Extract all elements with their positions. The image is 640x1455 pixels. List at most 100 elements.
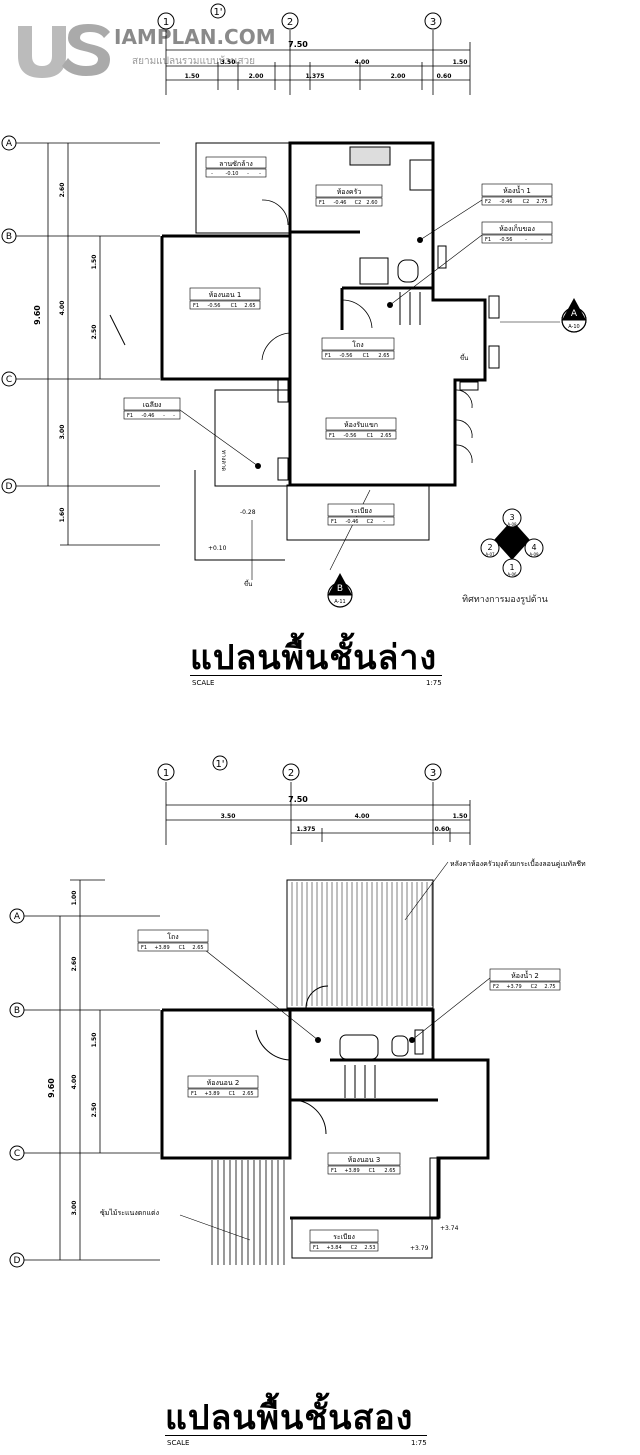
up-room-hall-f: F1	[141, 945, 147, 951]
dim-v300: 3.00	[59, 425, 66, 440]
dim-total: 7.50	[288, 40, 308, 49]
room-storage-name: ห้องเก็บของ	[499, 224, 535, 233]
dim-200: 2.00	[249, 73, 264, 80]
up-room-hall-h: 2.65	[192, 945, 203, 951]
room-hall-v: -0.56	[340, 353, 353, 359]
up-room-bed3-name: ห้องนอน 3	[348, 1156, 381, 1164]
up-grid-label-B: B	[14, 1006, 20, 1016]
upper-walls	[160, 1008, 490, 1220]
up-dim-v100: 1.00	[71, 891, 78, 906]
dim-v250: 2.50	[91, 325, 98, 340]
level-plus010: +0.10	[208, 545, 227, 552]
up-room-bed3-f: F1	[331, 1168, 337, 1174]
dim-200b: 2.00	[391, 73, 406, 80]
dim-350: 3.50	[221, 59, 236, 66]
dim-v400: 4.00	[59, 301, 66, 316]
room-bed1-h: 2.65	[244, 303, 255, 309]
up-room-balcony-f: F1	[313, 1245, 319, 1251]
up-dim-400: 4.00	[355, 813, 370, 820]
up-room-bed3-h: 2.65	[384, 1168, 395, 1174]
grid-label-A: A	[6, 139, 13, 149]
up-dim-060: 0.60	[435, 826, 450, 833]
section-b-label: B	[337, 584, 343, 594]
room-laundry-name: ลานซักล้าง	[219, 160, 253, 168]
up-room-bath2-f: F2	[493, 984, 499, 990]
view-4: 4	[531, 543, 536, 552]
room-veranda-f: F1	[331, 519, 337, 525]
view-2-ref: A-07	[485, 552, 495, 557]
up-dim-v260: 2.60	[71, 957, 78, 972]
up-grid-label-D: D	[14, 1256, 21, 1266]
room-hall-c: C1	[363, 353, 370, 359]
room-storage-f: F1	[485, 237, 491, 243]
upper-title-underline	[165, 1435, 427, 1436]
up-grid-label-3: 3	[430, 768, 436, 779]
up-dim-v250: 2.50	[91, 1103, 98, 1118]
room-laundry-h: -	[259, 171, 261, 177]
up-dim-150: 1.50	[453, 813, 468, 820]
up-room-bed2-v: +3.89	[204, 1091, 219, 1097]
section-b-ref: A-11	[334, 599, 345, 605]
logo-tagline: สยามแปลนรวมแบบบ้านสวย	[132, 55, 255, 67]
grid-label-C: C	[6, 375, 12, 385]
ramp-label: ทางลาด	[220, 450, 227, 471]
grid-label-B: B	[6, 232, 12, 242]
room-storage-c: -	[525, 237, 527, 243]
room-bed1-name: ห้องนอน 1	[209, 291, 242, 299]
room-carport-c: -	[163, 413, 165, 419]
ground-scale-value: 1:75	[426, 679, 442, 687]
up-grid-label-1: 1	[163, 768, 169, 779]
room-bath1-c: C2	[523, 199, 530, 205]
room-bed1-f: F1	[193, 303, 199, 309]
up-dim-1375: 1.375	[297, 826, 316, 833]
note-trellis: ซุ้มไม้ระแนงตกแต่ง	[100, 1208, 159, 1217]
room-laundry-v: -0.10	[226, 171, 239, 177]
room-hall-h: 2.65	[378, 353, 389, 359]
up-room-balcony-h: 2.53	[364, 1245, 375, 1251]
room-bath1-f: F2	[485, 199, 491, 205]
dim-400: 4.00	[355, 59, 370, 66]
room-hall-f: F1	[325, 353, 331, 359]
up-room-hall-name: โถง	[167, 932, 178, 941]
up-grid-label-1p: 1'	[215, 759, 224, 770]
up-label: ขึ้น	[244, 578, 252, 588]
room-storage-v: -0.56	[500, 237, 513, 243]
level-minus028: -0.28	[240, 509, 256, 516]
view-4-ref: A-09	[529, 552, 539, 557]
up-room-balcony-name: ระเบียง	[333, 1233, 355, 1241]
dim-v160: 1.60	[59, 508, 66, 523]
up-room-bed2-f: F1	[191, 1091, 197, 1097]
grid-bubble-3	[424, 12, 442, 30]
grid-bubble-1p	[210, 3, 226, 19]
room-kitchen-f: F1	[319, 200, 325, 206]
up-dim-v960: 9.60	[47, 1078, 56, 1098]
room-veranda-c: C2	[367, 519, 374, 525]
dim-v960: 9.60	[33, 305, 42, 325]
up-room-balcony-c: C2	[351, 1245, 358, 1251]
grid-bubble-1	[157, 12, 175, 30]
room-veranda-h: -	[383, 519, 385, 525]
room-carport-v: -0.46	[142, 413, 155, 419]
logo-mark: IAMPLAN.COM สยามแปลนรวมแบบบ้านสวย	[18, 24, 276, 78]
up-label-2: ขึ้น	[460, 352, 468, 362]
up-room-bed3-c: C1	[369, 1168, 376, 1174]
room-carport-h: -	[173, 413, 175, 419]
up-room-bed3-v: +3.89	[344, 1168, 359, 1174]
dim-150b: 1.50	[185, 73, 200, 80]
up-dim-v150: 1.50	[91, 1033, 98, 1048]
grid-label-2: 2	[287, 17, 293, 28]
up-room-hall-v: +3.89	[154, 945, 169, 951]
trellis	[211, 1160, 285, 1265]
up-grid-label-A: A	[14, 912, 21, 922]
ground-scale-label: SCALE	[192, 679, 215, 687]
section-marker-a: A A-10	[561, 298, 587, 333]
room-kitchen-h: 2.60	[366, 200, 377, 206]
room-bath1-name: ห้องน้ำ 1	[503, 184, 531, 195]
view-2: 2	[487, 543, 492, 552]
dim-v150: 1.50	[91, 255, 98, 270]
section-a-ref: A-10	[568, 324, 579, 330]
up-room-bed2-h: 2.65	[242, 1091, 253, 1097]
note-roof: หลังคาห้องครัวมุงด้วยกระเบื้องลอนคู่เมทั…	[450, 857, 586, 868]
up-dim-350: 3.50	[221, 813, 236, 820]
